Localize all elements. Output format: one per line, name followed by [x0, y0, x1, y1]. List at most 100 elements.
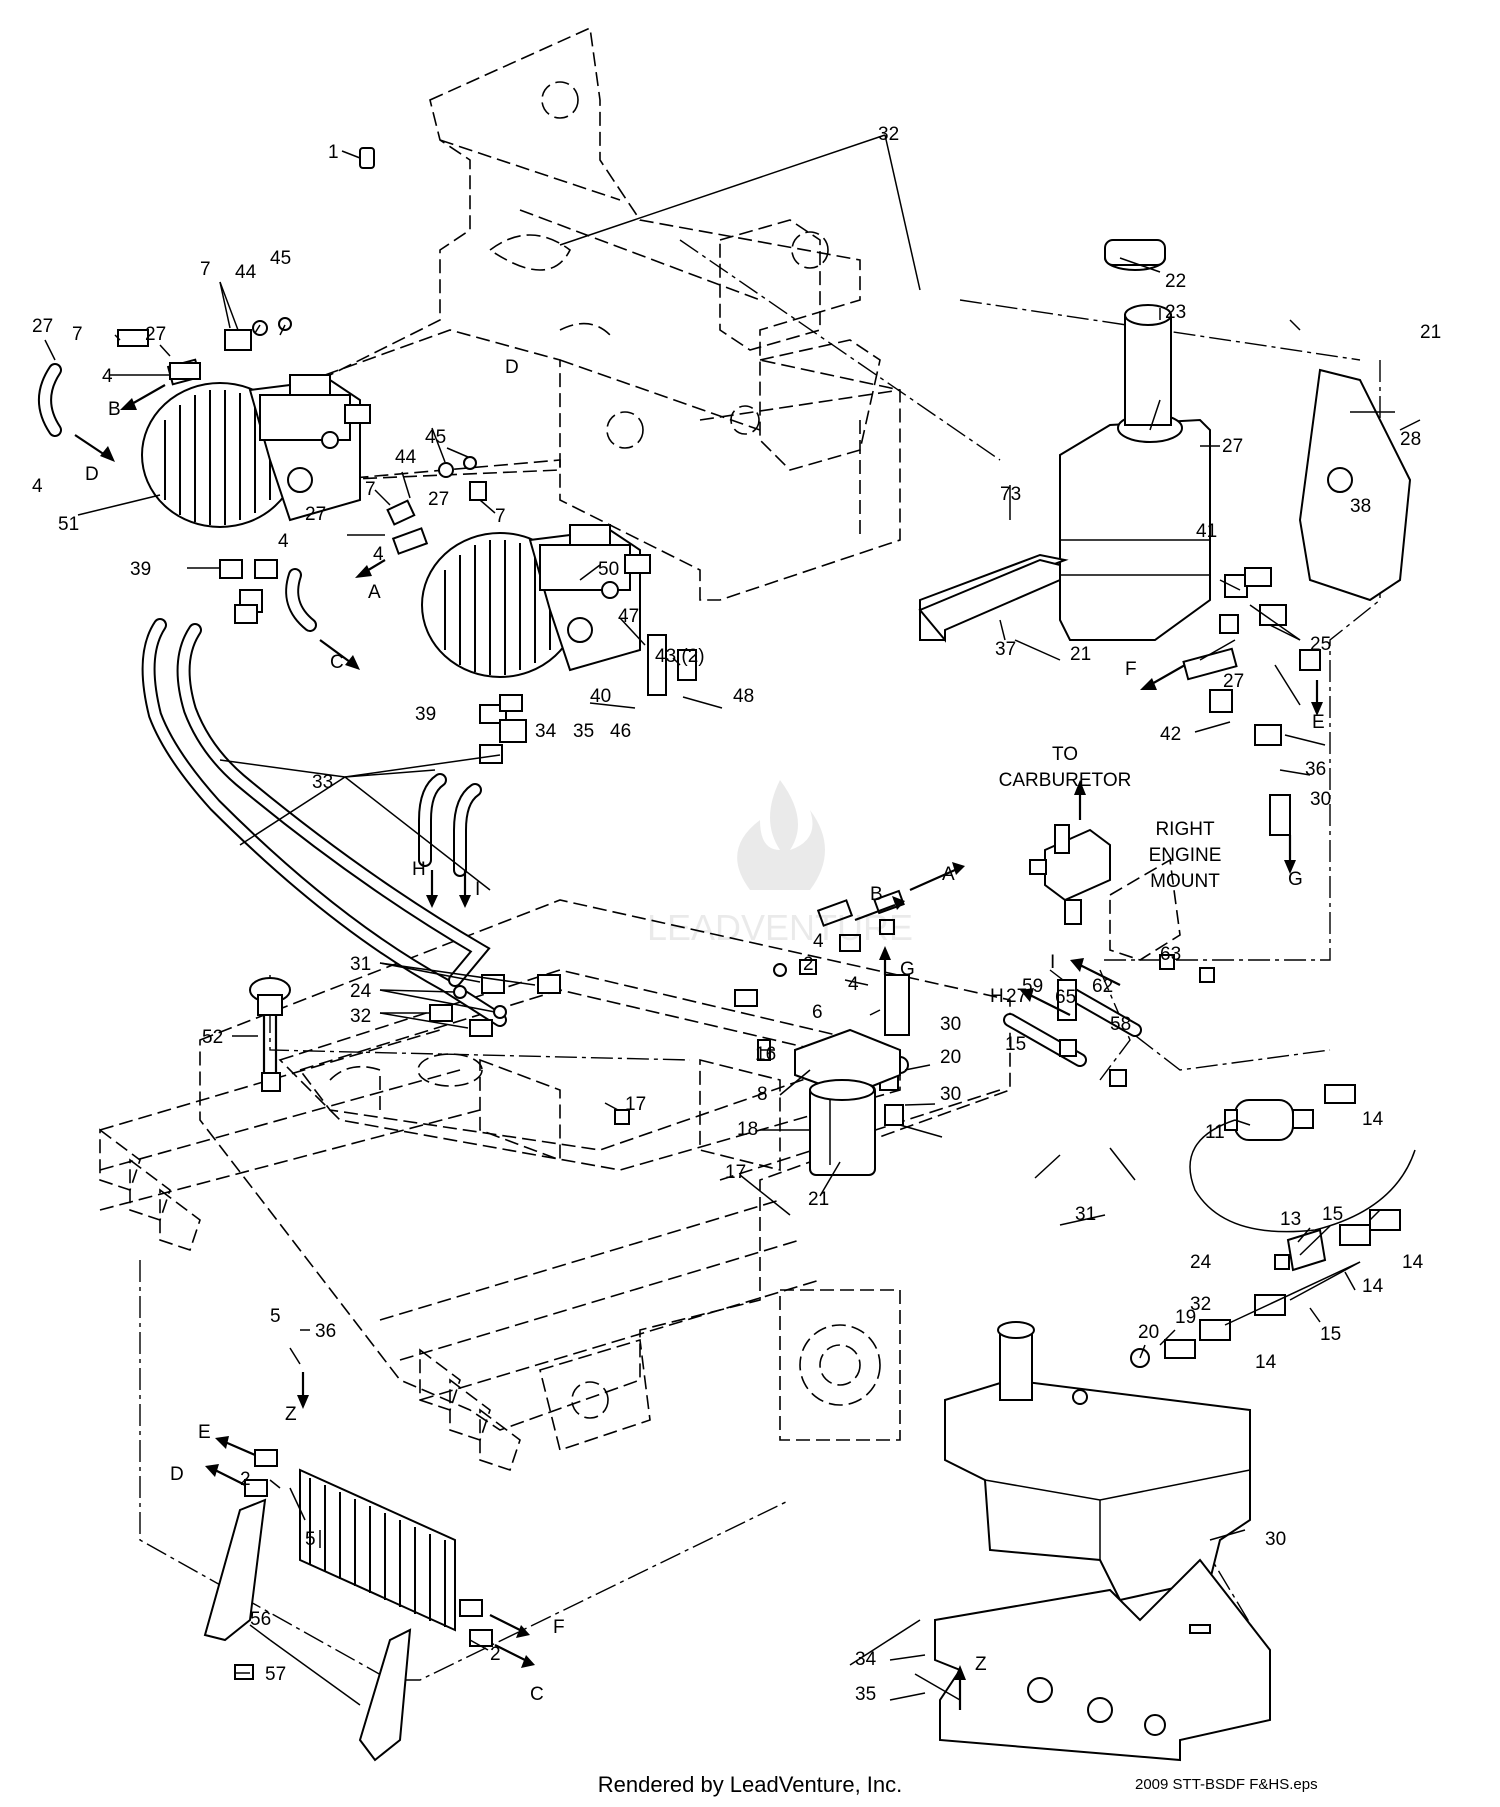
- callout-41: 38: [1350, 496, 1371, 517]
- right-engine-mount-line1: RIGHT: [1155, 819, 1215, 840]
- fuel-filter: [1130, 1084, 1416, 1368]
- callout-13: 13: [1280, 1209, 1301, 1230]
- callout-labels: 1 32 22 23 21 28 27 38 73 41 25 27 37 21…: [32, 124, 1441, 1705]
- callout-50: 46: [610, 721, 631, 742]
- letter-g-mid: G: [900, 959, 915, 980]
- callout-4-a: 4: [102, 366, 113, 387]
- callout-18: 16: [755, 1044, 776, 1065]
- callout-25-a: 24: [350, 981, 372, 1002]
- letter-z-right: Z: [975, 1654, 987, 1675]
- callout-48: 42: [1160, 724, 1181, 745]
- callout-6: 6: [812, 1002, 823, 1023]
- callout-4-c: 4: [278, 531, 289, 552]
- callout-34-b: 31: [1075, 1204, 1096, 1225]
- callout-55: 52: [202, 1027, 223, 1048]
- hydraulic-reservoir: [919, 239, 1412, 836]
- right-hydro-pump: [421, 524, 651, 678]
- callout-37: 35: [855, 1684, 876, 1705]
- callout-22-mid: 21: [1070, 644, 1091, 665]
- callout-22-top: 21: [1420, 322, 1441, 343]
- leader-lines: [44, 134, 1421, 1706]
- callout-67: 65: [1055, 987, 1076, 1008]
- callout-59: 57: [265, 1664, 286, 1685]
- watermark-text: LEADVENTURE: [647, 907, 913, 948]
- callout-40: 37: [995, 639, 1016, 660]
- to-carburetor-line2: CARBURETOR: [999, 770, 1132, 791]
- callout-53: 48: [733, 686, 754, 707]
- callout-3: 32: [878, 124, 899, 145]
- hydraulic-hoses: [141, 618, 1142, 1067]
- callout-38: 36: [315, 1321, 336, 1342]
- callout-51: 50: [598, 559, 619, 580]
- callout-15-c: 15: [1320, 1324, 1341, 1345]
- callout-27: 25: [1310, 634, 1331, 655]
- fittings: [38, 147, 1127, 1168]
- callout-28-c: 27: [428, 489, 449, 510]
- callout-36: 34: [855, 1649, 877, 1670]
- callout-4-d: 4: [373, 544, 384, 565]
- letter-c-upper: C: [330, 652, 344, 673]
- callout-28-d: 27: [305, 504, 326, 525]
- callout-28-fuel: 27: [1006, 986, 1027, 1007]
- callout-39: 36: [1305, 759, 1326, 780]
- callout-14-a: 14: [1362, 1109, 1384, 1130]
- callout-33-right: 30: [1310, 789, 1331, 810]
- callout-15-a: 15: [1005, 1034, 1026, 1055]
- right-engine-mount-line2: ENGINE: [1149, 845, 1222, 866]
- letter-h-upper: H: [412, 859, 426, 880]
- callout-23: 22: [1165, 271, 1186, 292]
- callout-34-a: 31: [350, 954, 371, 975]
- oil-cooler: [203, 1449, 493, 1762]
- callout-24: 23: [1165, 302, 1186, 323]
- fuel-tank-shield: [934, 1558, 1271, 1762]
- letter-f-tank: F: [1125, 659, 1137, 680]
- callout-2-b: 2: [240, 1469, 251, 1490]
- callout-56-b: 44: [395, 447, 417, 468]
- callout-31: 30: [940, 1084, 961, 1105]
- callout-45: 35: [573, 721, 594, 742]
- fuel-tank: [944, 1321, 1251, 1602]
- lower-chassis-frame: [99, 899, 1011, 1472]
- letter-d-frame: D: [505, 357, 519, 378]
- callout-14-b: 14: [1402, 1252, 1424, 1273]
- letter-h-lower: H: [990, 986, 1004, 1007]
- right-engine-mount-line3: MOUNT: [1150, 871, 1220, 892]
- callout-7-a: 7: [72, 324, 83, 345]
- callout-44: 34: [535, 721, 557, 742]
- callout-42: 33: [312, 772, 333, 793]
- callout-5-top: 5: [270, 1306, 281, 1327]
- callout-20: 18: [737, 1119, 758, 1140]
- letter-f-lower: F: [553, 1617, 565, 1638]
- callout-49: 43 (2): [655, 646, 705, 667]
- letter-a-mid: A: [942, 864, 955, 885]
- callout-7-b: 7: [200, 259, 211, 280]
- callout-58: 56: [250, 1609, 271, 1630]
- letter-i-lower: I: [1050, 952, 1055, 973]
- callout-43-b: 39: [415, 704, 436, 725]
- callout-65: 63: [1160, 944, 1181, 965]
- callout-46: 40: [590, 686, 611, 707]
- dipstick: [249, 977, 291, 1092]
- letter-d-lower: D: [170, 1464, 184, 1485]
- callout-15-b: 15: [1322, 1204, 1343, 1225]
- callout-28-tank: 27: [1222, 436, 1243, 457]
- callout-64: 62: [1092, 976, 1113, 997]
- callout-2-c: 2: [490, 1644, 501, 1665]
- callout-43-a: 39: [130, 559, 151, 580]
- direction-arrows: [74, 384, 1323, 1710]
- callout-35-b: 32: [1190, 1294, 1211, 1315]
- letter-i-upper: I: [475, 879, 480, 900]
- callout-47: 41: [1196, 521, 1217, 542]
- callout-33-mid: 30: [940, 1014, 961, 1035]
- source-file-name: 2009 STT-BSDF F&HS.eps: [1135, 1776, 1318, 1793]
- letter-g-tank: G: [1288, 869, 1303, 890]
- callout-8: 8: [757, 1084, 768, 1105]
- letter-d-upper: D: [85, 464, 99, 485]
- callout-57-b: 45: [425, 427, 446, 448]
- callout-19-b: 17: [725, 1162, 746, 1183]
- callout-7-d: 7: [495, 506, 506, 527]
- callout-28-b: 27: [145, 324, 166, 345]
- callout-25-b: 24: [1190, 1252, 1212, 1273]
- to-carburetor-line1: TO: [1052, 744, 1078, 765]
